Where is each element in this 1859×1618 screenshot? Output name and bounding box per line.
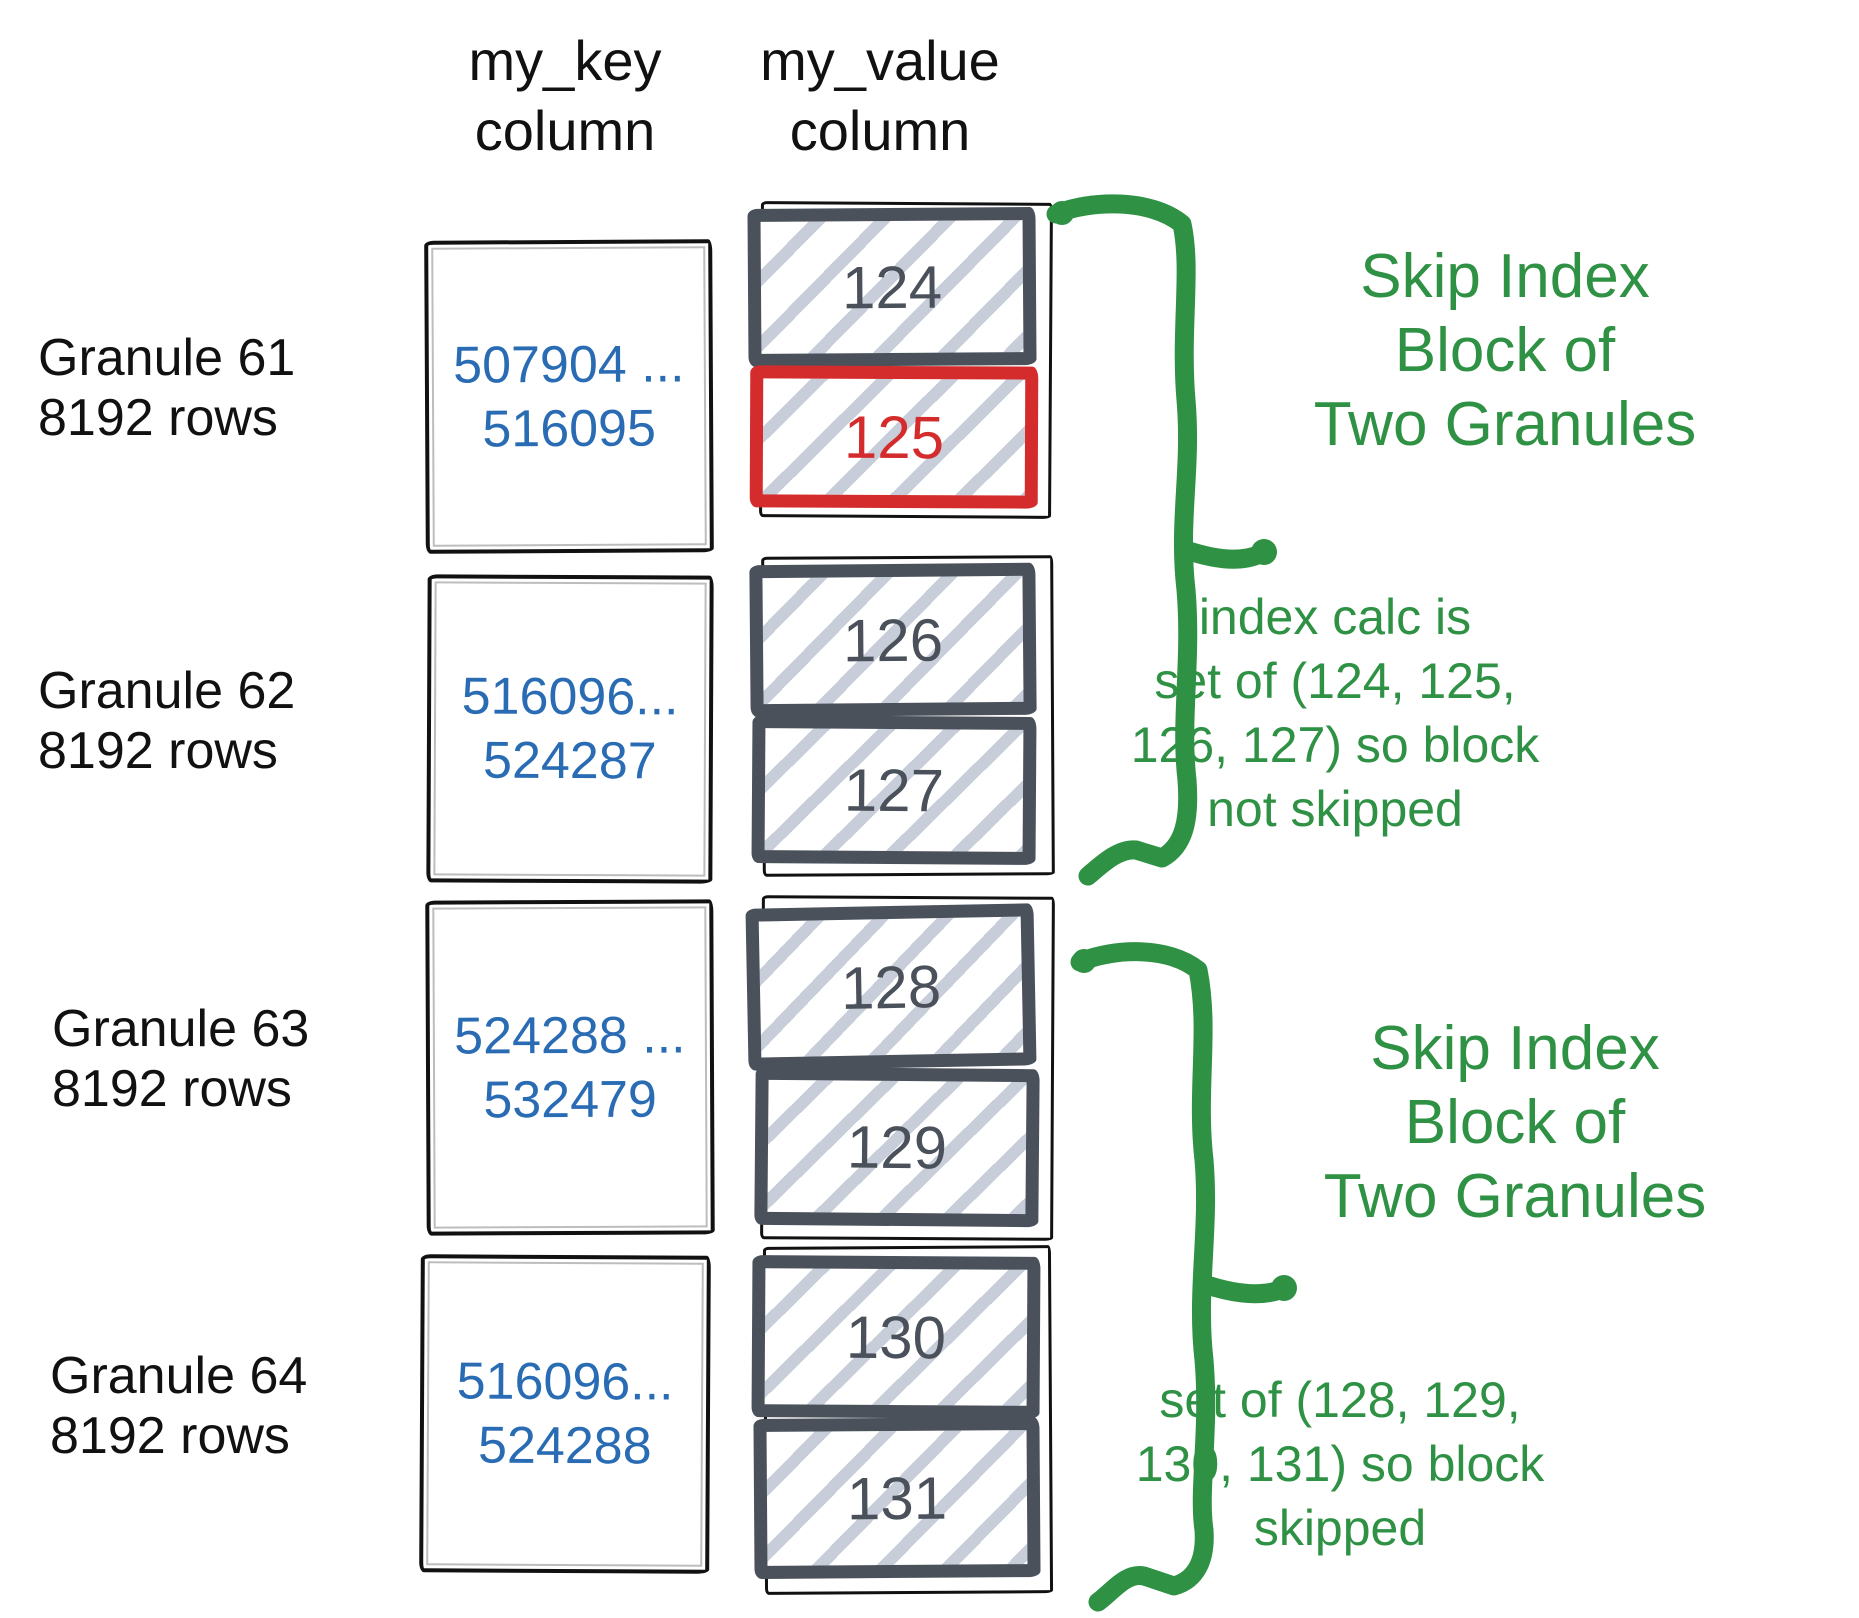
granule-62-name: Granule 62 (38, 662, 296, 720)
value-block-128-label: 128 (840, 952, 942, 1022)
annotation-3-line3: Two Granules (1323, 1162, 1707, 1231)
bracket-1-start-blob (1050, 201, 1074, 225)
value-block-126: 126 (749, 562, 1037, 718)
granule-64-label: Granule 64 8192 rows (50, 1346, 307, 1466)
annotation-3-line2: Block of (1404, 1088, 1626, 1157)
annotation-skip-block-2: Skip Index Block of Two Granules (1290, 1012, 1740, 1234)
annotation-2-line1: index calc is (1198, 589, 1472, 645)
granule-64-key-min: 516096... (456, 1352, 674, 1412)
annotation-1-line2: Block of (1394, 316, 1616, 385)
granule-64-rows: 8192 rows (50, 1407, 290, 1465)
granule-63-key-range: 524288 ... 532479 (454, 1003, 686, 1132)
granule-62-key-box: 516096... 524287 (426, 574, 714, 884)
annotation-set-skipped: set of (128, 129, 130, 131) so block ski… (1120, 1368, 1560, 1560)
annotation-4-line1: set of (128, 129, (1159, 1372, 1521, 1428)
annotation-4-line2: 130, 131) so block (1135, 1436, 1545, 1492)
annotation-1-line3: Two Granules (1313, 390, 1697, 459)
value-column-header-line2: column (789, 99, 971, 162)
granule-63-name: Granule 63 (52, 1000, 310, 1058)
granule-62-key-range: 516096... 524287 (461, 665, 679, 794)
key-column-header: my_key column (405, 26, 725, 166)
annotation-1-line1: Skip Index (1360, 242, 1650, 311)
granule-61-key-min: 507904 ... (453, 334, 685, 395)
value-block-127: 127 (751, 715, 1037, 865)
bracket-1-middle-tick (1176, 540, 1270, 569)
bracket-1-tick-blob (1251, 539, 1277, 565)
granule-61-name: Granule 61 (38, 329, 296, 387)
granule-61-label: Granule 61 8192 rows (38, 328, 295, 448)
value-block-130-label: 130 (845, 1303, 947, 1371)
value-block-124: 124 (747, 206, 1037, 368)
granule-63-rows: 8192 rows (52, 1060, 292, 1118)
value-block-131: 131 (753, 1417, 1041, 1579)
value-block-130: 130 (751, 1255, 1041, 1419)
granule-64-key-box: 516096... 524288 (419, 1254, 711, 1574)
granule-61-key-max: 516095 (482, 399, 657, 458)
value-block-127-label: 127 (843, 756, 945, 824)
granule-64-key-max: 524288 (477, 1416, 652, 1476)
annotation-index-calc-not-skipped: index calc is set of (124, 125, 126, 127… (1115, 585, 1555, 841)
granule-61-rows: 8192 rows (38, 389, 278, 447)
value-block-129-label: 129 (846, 1113, 948, 1181)
annotation-4-line3: skipped (1253, 1500, 1427, 1556)
granule-62-rows: 8192 rows (38, 722, 278, 780)
annotation-2-line2: set of (124, 125, (1154, 653, 1516, 709)
granule-62-key-min: 516096... (461, 667, 679, 727)
bracket-2-middle-tick (1194, 1274, 1290, 1304)
value-block-126-label: 126 (842, 606, 944, 674)
annotation-2-line4: not skipped (1207, 781, 1463, 837)
key-column-header-line1: my_key (468, 29, 662, 92)
annotation-2-line3: 126, 127) so block (1130, 717, 1540, 773)
key-column-header-line2: column (474, 99, 656, 162)
value-block-129: 129 (754, 1066, 1040, 1228)
value-block-125-highlighted: 125 (749, 365, 1039, 509)
granule-64-name: Granule 64 (50, 1347, 308, 1405)
granule-62-key-max: 524287 (482, 731, 657, 791)
value-column-header: my_value column (720, 26, 1040, 166)
granule-63-label: Granule 63 8192 rows (52, 999, 309, 1119)
value-block-125-label: 125 (843, 403, 945, 471)
granule-61-key-box: 507904 ... 516095 (424, 239, 714, 554)
value-block-131-label: 131 (846, 1464, 948, 1532)
granule-63-key-box: 524288 ... 532479 (425, 899, 715, 1236)
granule-63-key-max: 532479 (483, 1070, 658, 1129)
value-column-header-line1: my_value (760, 29, 1000, 92)
granule-62-label: Granule 62 8192 rows (38, 661, 295, 781)
bracket-2-tick-blob (1271, 1275, 1297, 1301)
granule-63-key-min: 524288 ... (454, 1005, 686, 1066)
bracket-2-start-blob (1072, 949, 1096, 973)
value-block-128: 128 (745, 903, 1037, 1071)
annotation-skip-block-1: Skip Index Block of Two Granules (1280, 240, 1730, 462)
granule-61-key-range: 507904 ... 516095 (453, 332, 685, 461)
annotation-3-line1: Skip Index (1370, 1014, 1660, 1083)
value-block-124-label: 124 (841, 253, 943, 321)
granule-64-key-range: 516096... 524288 (456, 1349, 674, 1478)
